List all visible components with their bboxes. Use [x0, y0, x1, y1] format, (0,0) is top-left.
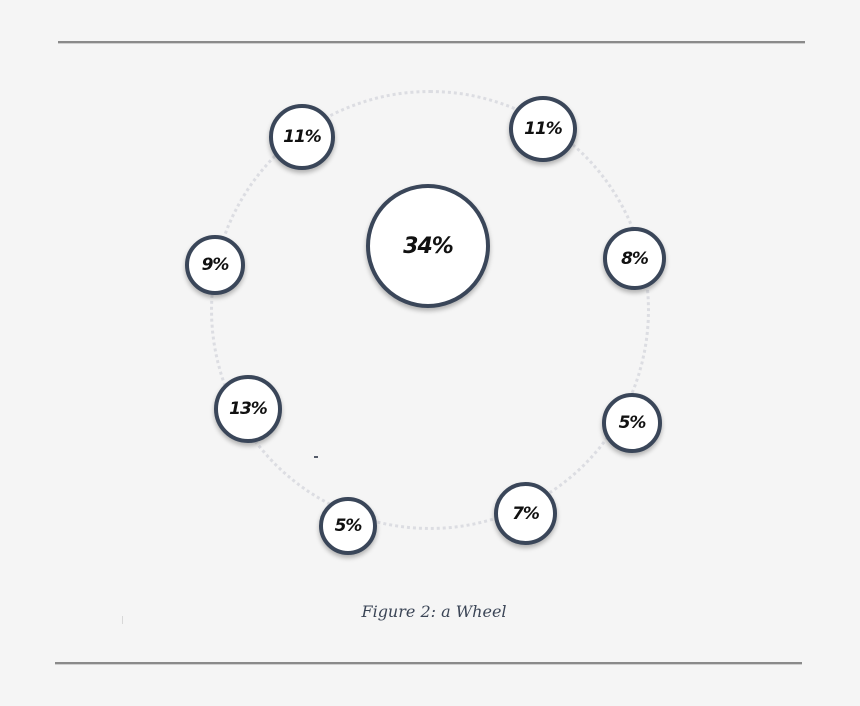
- wheel-node-right-lower: 5%: [602, 393, 662, 453]
- node-label: 7%: [512, 503, 540, 524]
- wheel-node-top-right: 11%: [509, 96, 577, 162]
- node-label: 34%: [403, 233, 454, 259]
- node-label: 8%: [621, 248, 649, 269]
- wheel-ring: [210, 90, 650, 530]
- wheel-node-bottom-right: 7%: [494, 482, 557, 545]
- wheel-node-right-upper: 8%: [603, 227, 666, 290]
- node-label: 11%: [283, 127, 322, 147]
- node-label: 11%: [524, 119, 563, 139]
- top-divider: [58, 41, 805, 43]
- wheel-node-bottom-left: 5%: [319, 497, 377, 555]
- figure-caption: Figure 2: a Wheel: [361, 602, 507, 621]
- wheel-node-left-lower: 13%: [214, 375, 282, 443]
- wheel-node-top-left: 11%: [269, 104, 335, 170]
- node-label: 9%: [201, 255, 230, 275]
- center-hub-node: 34%: [366, 184, 490, 308]
- node-label: 5%: [334, 516, 363, 536]
- node-label: 5%: [618, 413, 647, 433]
- stray-mark: [314, 456, 318, 458]
- bottom-divider: [55, 662, 802, 664]
- node-label: 13%: [229, 399, 268, 419]
- faint-mark: [122, 616, 123, 624]
- wheel-node-left-upper: 9%: [185, 235, 245, 295]
